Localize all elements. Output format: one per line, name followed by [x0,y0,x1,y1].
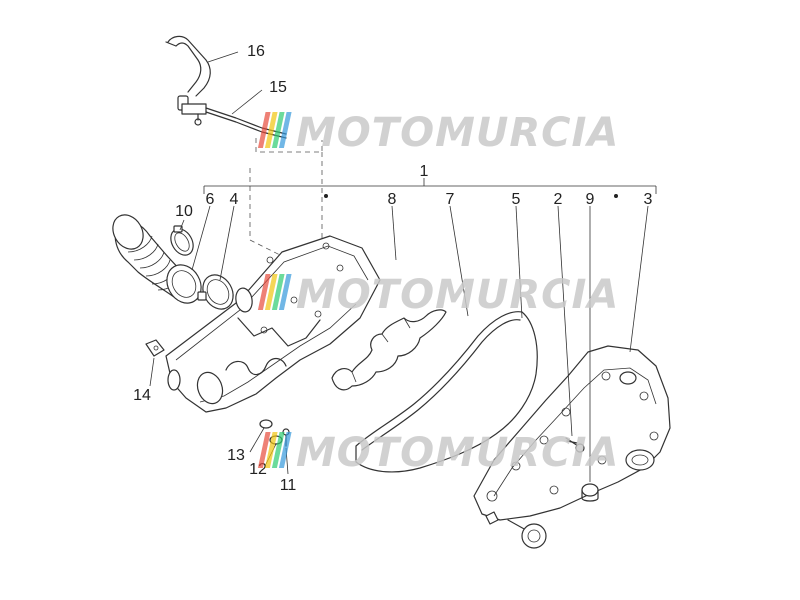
watermark-stripe [271,432,285,468]
dashed-reference-lines [249,138,323,257]
part-15-breather-connector [177,95,287,139]
part-4-clamp-ring [197,274,234,310]
callout-7: 7 [446,191,455,208]
callout-9: 9 [586,191,595,208]
assembly-bracket [203,178,657,194]
leader-lines [149,51,649,482]
part-8-filter-element [331,309,447,391]
callout-labels: 1 2 3 4 5 6 7 8 9 10 11 12 13 14 15 16 [133,43,652,494]
part-10-hose-clamp [170,225,194,256]
watermark-stripe [278,432,292,468]
callout-16: 16 [247,43,265,60]
part-6-intake-duct [112,214,202,304]
watermark-top: MOTOMURCIA [257,110,619,156]
watermark-stripes [257,274,292,310]
watermark-stripe [264,274,278,310]
callout-11: 11 [280,477,297,494]
callout-2: 2 [554,191,563,208]
part-16-breather-hose [165,35,211,97]
watermark-stripes [257,112,292,148]
callout-4: 4 [230,191,239,208]
watermark-stripe [278,112,292,148]
part-2-screw [565,437,585,453]
callout-6: 6 [206,191,215,208]
reference-dot-left [324,194,328,198]
callout-5: 5 [512,191,521,208]
part-14-bracket [145,339,165,357]
callout-10: 10 [175,203,193,220]
watermark-stripe [257,112,271,148]
watermark-stripe [264,432,278,468]
watermark-stripe [271,112,285,148]
watermark-middle: MOTOMURCIA [257,272,619,318]
watermark-stripe [257,432,271,468]
part-7-gasket [355,311,538,473]
watermark-stripes [257,432,292,468]
callout-14: 14 [133,387,151,404]
watermark-brand: MOTOMURCIA [296,430,619,476]
watermark-stripe [264,112,278,148]
callout-12: 12 [249,461,267,478]
part-13-nut [259,419,273,429]
callout-3: 3 [644,191,653,208]
callout-15: 15 [269,79,287,96]
part-9-spacer [581,483,599,502]
callout-8: 8 [388,191,397,208]
reference-dot-right [614,194,618,198]
watermark-brand: MOTOMURCIA [296,110,619,156]
callout-13: 13 [227,447,245,464]
callout-1: 1 [420,163,429,180]
watermark-stripe [271,274,285,310]
watermark-brand: MOTOMURCIA [296,272,619,318]
watermark-stripe [278,274,292,310]
drain-plug-knob [485,511,547,549]
watermark-bottom: MOTOMURCIA [257,430,619,476]
airbox-housing [165,235,381,413]
watermark-stripe [257,274,271,310]
